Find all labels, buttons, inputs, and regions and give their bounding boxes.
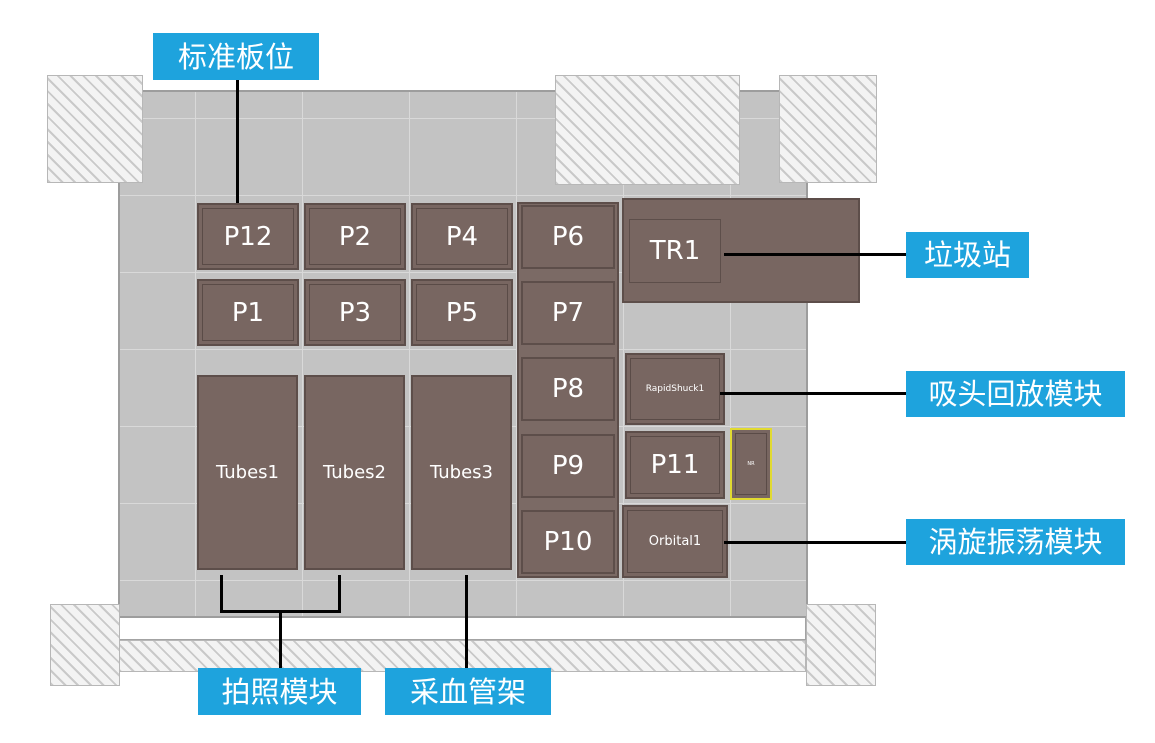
- slot-label: P11: [650, 450, 700, 480]
- callout-bracket-photo-right: [338, 575, 341, 613]
- slot-p12[interactable]: P12: [197, 203, 299, 270]
- slot-tubes3[interactable]: Tubes3: [411, 375, 512, 570]
- slot-label: Orbital1: [648, 534, 702, 549]
- slot-label: P5: [445, 297, 479, 328]
- callout-bracket-photo-left: [220, 575, 223, 613]
- slot-label: NR: [747, 461, 755, 467]
- callout-line-photo-stem: [279, 610, 282, 670]
- slot-label: P8: [551, 374, 585, 404]
- hatched-bottom-strip: [118, 640, 806, 672]
- callout-line-standard-plate: [236, 80, 239, 203]
- slot-tubes2[interactable]: Tubes2: [304, 375, 405, 570]
- hatched-block-bottom-right: [806, 604, 876, 686]
- slot-label: P3: [338, 297, 372, 328]
- slot-orbital1[interactable]: Orbital1: [622, 505, 728, 578]
- slot-small-highlighted[interactable]: NR: [730, 428, 772, 500]
- slot-label: P7: [551, 298, 585, 328]
- slot-label: P6: [551, 222, 585, 252]
- slot-p11[interactable]: P11: [625, 431, 725, 499]
- slot-p3[interactable]: P3: [304, 279, 406, 346]
- slot-p6[interactable]: P6: [521, 205, 615, 269]
- slot-label: Tubes3: [430, 462, 493, 483]
- label-tip-return: 吸头回放模块: [906, 371, 1125, 417]
- label-trash-station: 垃圾站: [906, 232, 1029, 278]
- slot-label: P12: [223, 221, 273, 252]
- callout-line-trash: [724, 253, 908, 256]
- slot-label: TR1: [649, 236, 701, 266]
- slot-p1[interactable]: P1: [197, 279, 299, 346]
- hatched-block-top-right: [779, 75, 877, 183]
- label-photo: 拍照模块: [198, 668, 361, 715]
- slot-p8[interactable]: P8: [521, 357, 615, 421]
- slot-label: P4: [445, 221, 479, 252]
- slot-label: P9: [551, 451, 585, 481]
- slot-label: P2: [338, 221, 372, 252]
- slot-label: P1: [231, 297, 265, 328]
- deck-bottom-rail: [118, 616, 806, 640]
- callout-line-blood-rack: [465, 575, 468, 670]
- hatched-block-bottom-left: [50, 604, 120, 686]
- slot-p4[interactable]: P4: [411, 203, 513, 270]
- hatched-block-top-center: [555, 75, 740, 185]
- slot-p7[interactable]: P7: [521, 281, 615, 345]
- slot-p10[interactable]: P10: [521, 510, 615, 574]
- slot-tr1[interactable]: TR1: [629, 219, 721, 283]
- slot-p9[interactable]: P9: [521, 434, 615, 498]
- hatched-block-top-left: [47, 75, 143, 183]
- slot-p2[interactable]: P2: [304, 203, 406, 270]
- slot-label: RapidShuck1: [645, 384, 705, 394]
- slot-label: Tubes2: [323, 462, 386, 483]
- slot-rapidshuck1[interactable]: RapidShuck1: [625, 353, 725, 425]
- callout-line-vortex: [724, 541, 908, 544]
- slot-label: P10: [543, 527, 593, 557]
- callout-line-tip-return: [720, 392, 908, 395]
- slot-tubes1[interactable]: Tubes1: [197, 375, 298, 570]
- label-vortex: 涡旋振荡模块: [906, 519, 1125, 565]
- slot-p5[interactable]: P5: [411, 279, 513, 346]
- slot-label: Tubes1: [216, 462, 279, 483]
- label-standard-plate: 标准板位: [153, 33, 319, 80]
- label-blood-rack: 采血管架: [385, 668, 551, 715]
